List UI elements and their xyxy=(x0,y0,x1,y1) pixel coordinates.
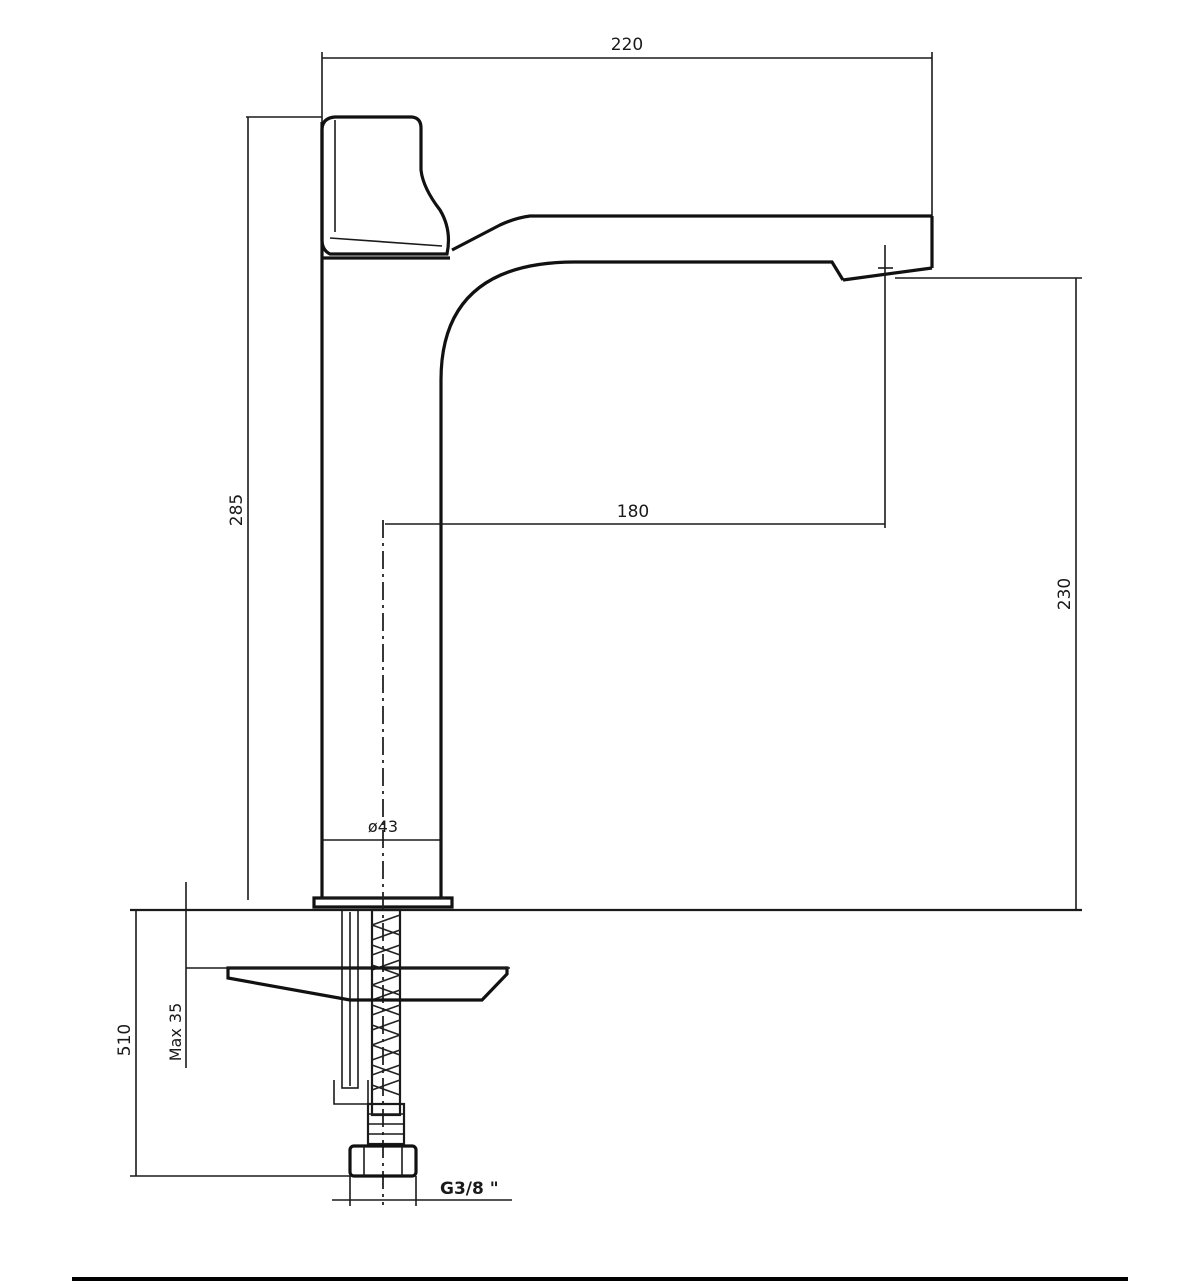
dimension-220-label: 220 xyxy=(611,35,643,55)
mounting-hardware xyxy=(186,908,510,1178)
dimension-max-35: Max 35 xyxy=(166,882,187,1068)
dimension-180: 180 xyxy=(385,245,893,528)
dimension-285-label: 285 xyxy=(227,494,247,526)
dimension-220: 220 xyxy=(321,35,933,216)
dimension-180-label: 180 xyxy=(617,502,649,522)
dimension-230: 230 xyxy=(895,277,1082,910)
dimension-285: 285 xyxy=(227,116,322,900)
hose-braid-hatching xyxy=(371,914,401,1096)
thread-label: G3/8 " xyxy=(440,1179,499,1199)
dimension-diameter-43: ø43 xyxy=(322,817,441,841)
dimension-thread-g38: G3/8 " xyxy=(332,1176,512,1206)
dimension-230-label: 230 xyxy=(1055,578,1075,610)
dimension-510-label: 510 xyxy=(115,1024,135,1056)
lever-handle xyxy=(320,115,451,260)
dimension-510: 510 xyxy=(115,910,350,1177)
faucet-body-outline xyxy=(312,122,934,909)
dimension-diameter-label: ø43 xyxy=(368,817,398,836)
dimension-max35-label: Max 35 xyxy=(166,1003,185,1062)
